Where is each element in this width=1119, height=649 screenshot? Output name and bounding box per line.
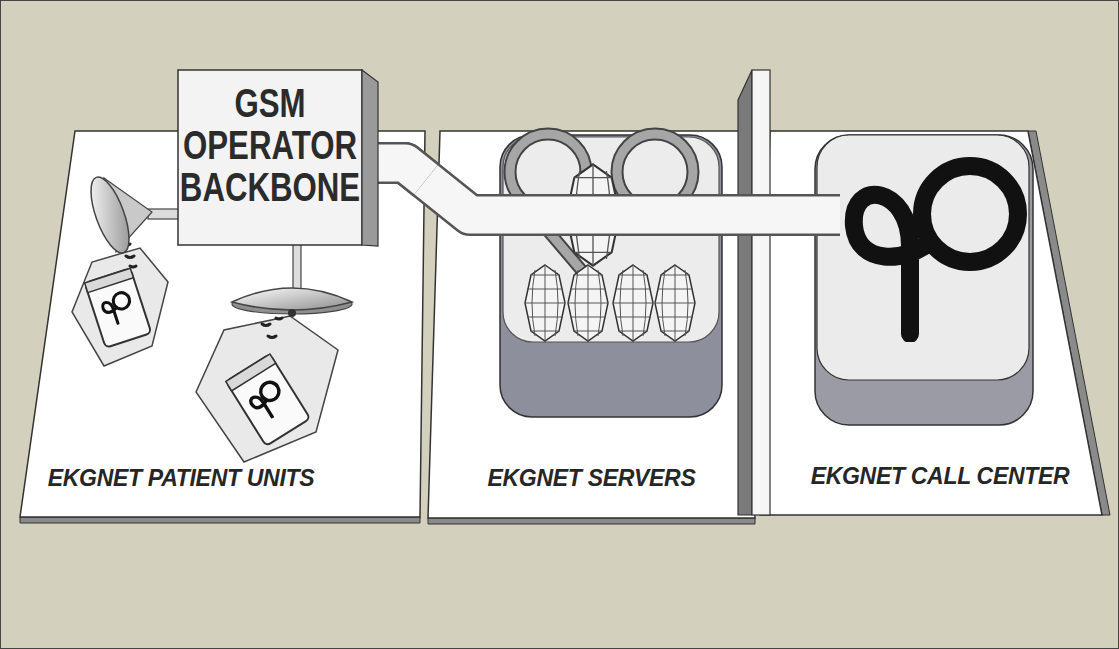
panel-label: EKGNET PATIENT UNITS [20,465,342,491]
panel-label: EKGNET CALL CENTER [790,463,1090,489]
box-front [178,70,362,245]
board-face [428,131,755,518]
board-edge [20,517,420,523]
board-face [760,131,1102,515]
box-label: GSM OPERATOR BACKBONE [180,82,360,208]
panel-board: EKGNET PATIENT UNITSGSM OPERATOR BACKBON… [18,128,438,528]
panel-label: EKGNET SERVERS [428,465,755,491]
panel-board: EKGNET SERVERS [426,128,758,528]
backbone-box: GSM OPERATOR BACKBONE [178,68,380,248]
board-edge [428,518,755,524]
panel-board: EKGNET CALL CENTER [758,128,1112,528]
box-side [362,70,378,246]
